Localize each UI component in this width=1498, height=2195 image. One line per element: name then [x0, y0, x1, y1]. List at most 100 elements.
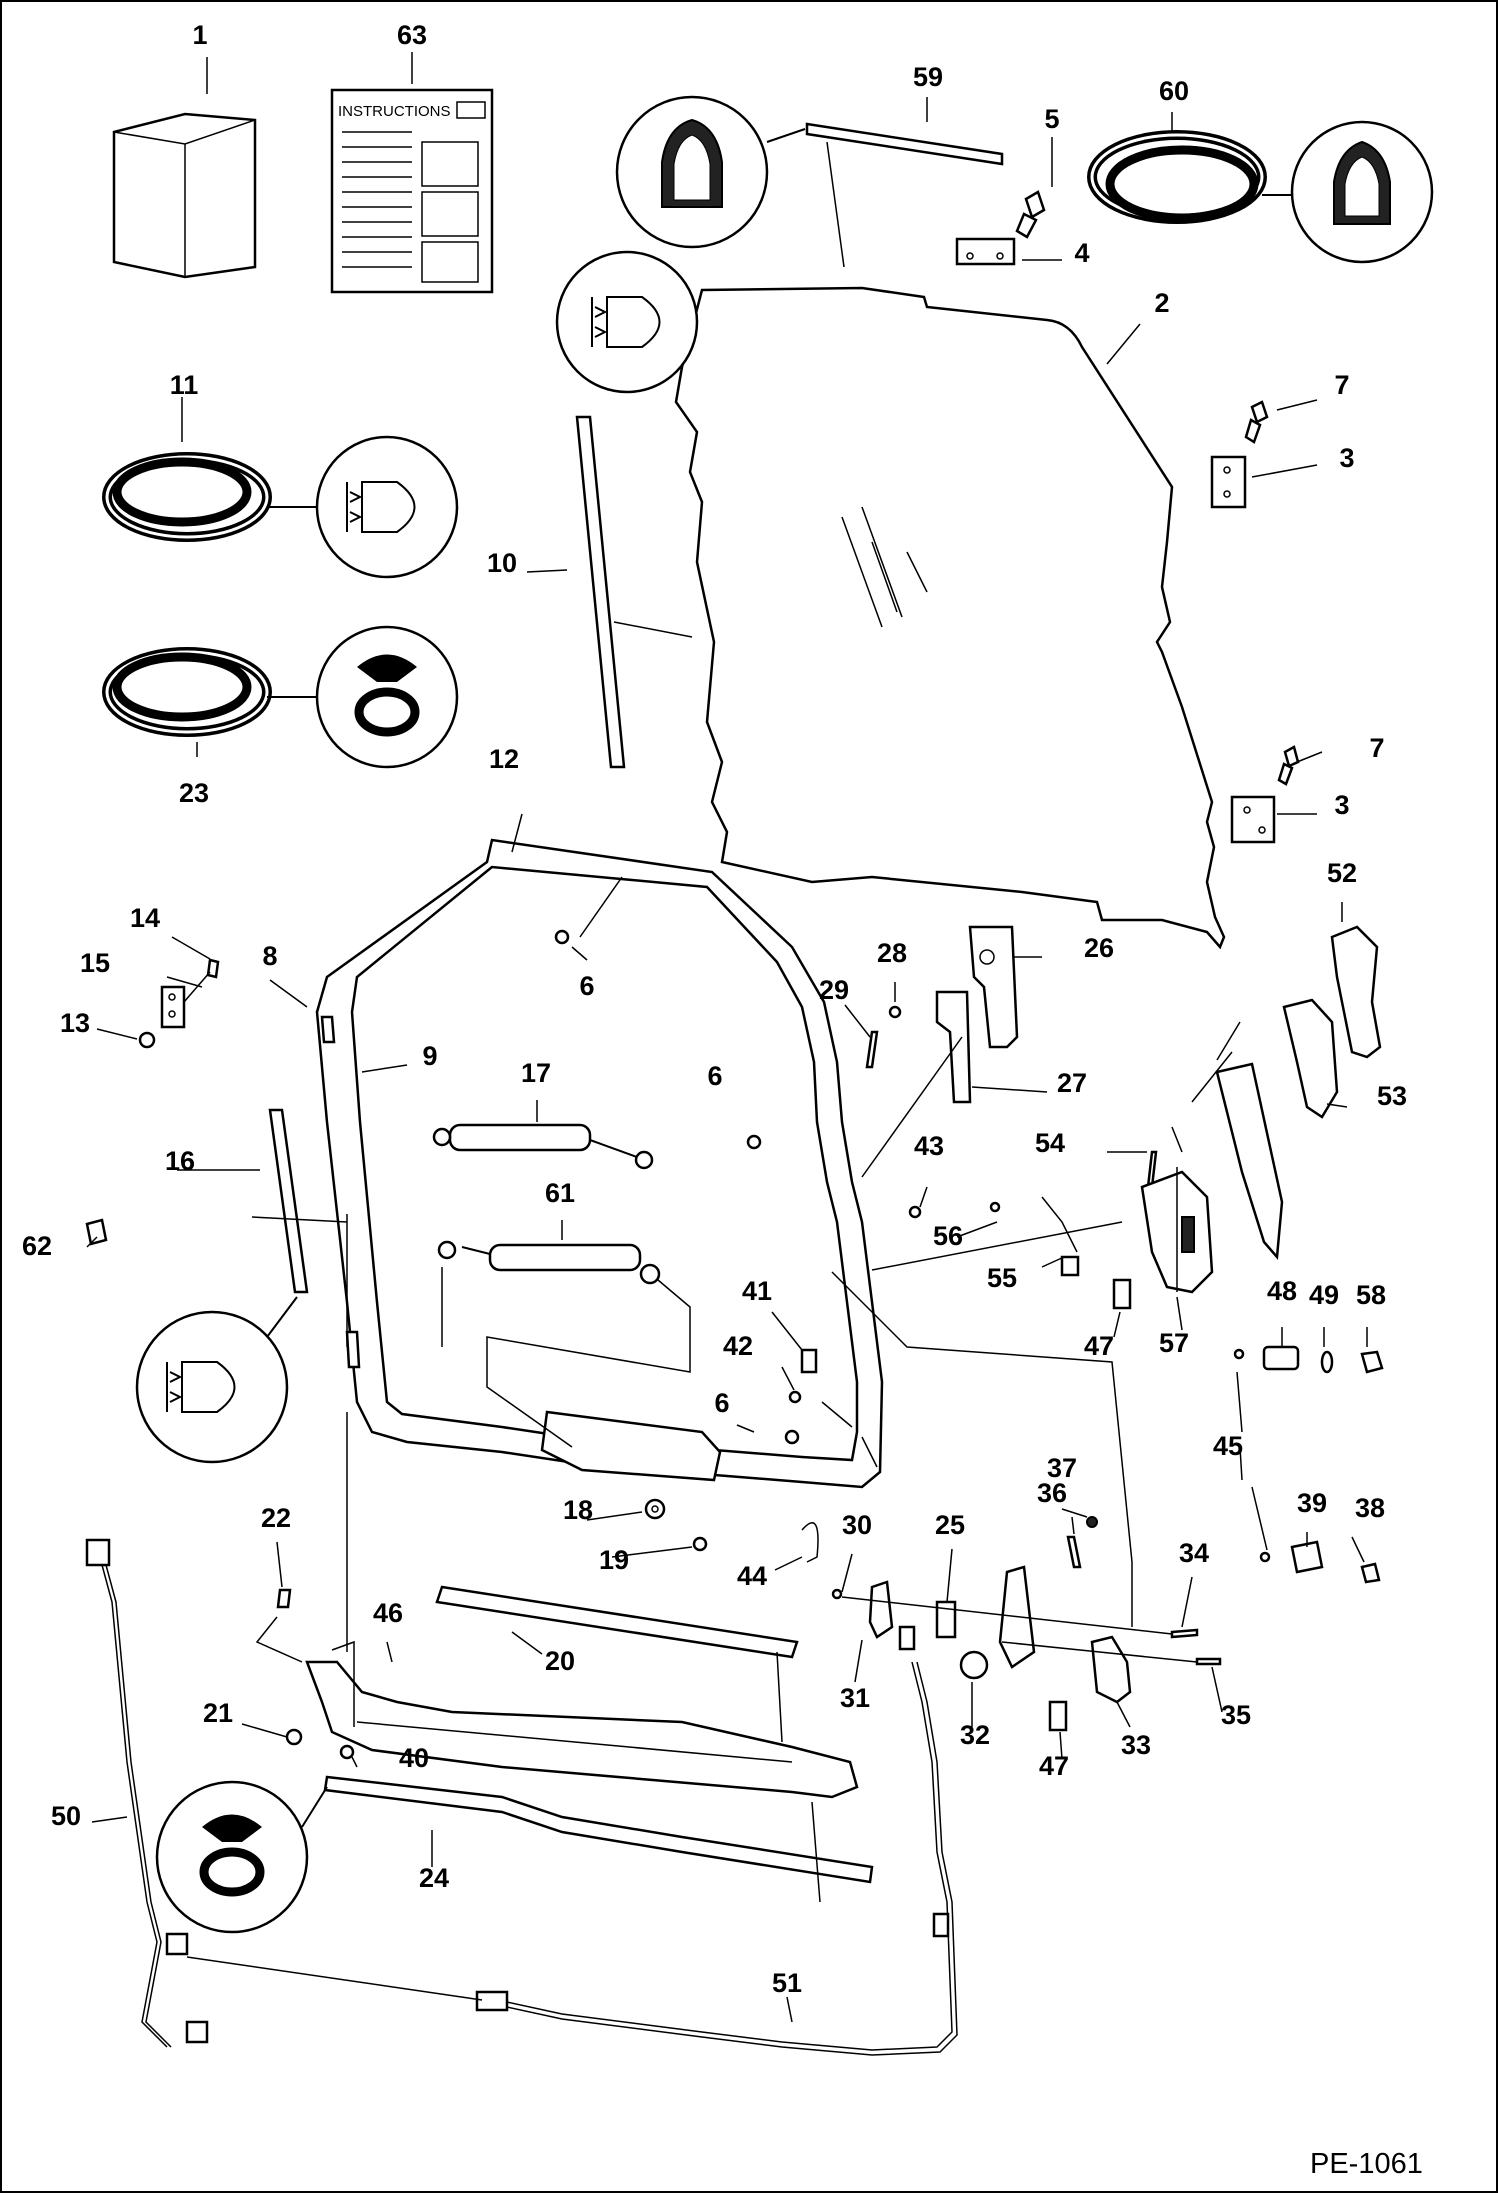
- callout-36: 36: [1037, 1478, 1067, 1508]
- part-45-washer-lower: [1259, 1551, 1271, 1563]
- callout-10: 10: [487, 548, 517, 578]
- callout-31: 31: [840, 1683, 870, 1713]
- part-20-flat-strip: [435, 1585, 799, 1659]
- assembly-guide-lines: [183, 876, 1268, 2001]
- callout-52: 52: [1327, 858, 1357, 888]
- callout-4: 4: [1074, 238, 1089, 268]
- part-63-instructions-sheet: INSTRUCTIONS: [330, 88, 494, 294]
- callout-18: 18: [563, 1495, 593, 1525]
- part-1-box: [112, 112, 257, 279]
- callout-63: 63: [397, 20, 427, 50]
- callout-29: 29: [819, 975, 849, 1005]
- drawing-code: PE-1061: [1310, 2148, 1423, 2180]
- part-55-switch-harness: [1041, 1196, 1080, 1277]
- part-50-wire-harness: [85, 1538, 209, 2048]
- part-3-hinge-upper: [1210, 455, 1247, 509]
- callout-20: 20: [545, 1646, 575, 1676]
- callout-24: 24: [419, 1863, 449, 1893]
- callout-7: 7: [1369, 733, 1384, 763]
- part-47-switch-lower: [1048, 1700, 1068, 1732]
- part-40-nut: [339, 1744, 355, 1760]
- part-12-door-frame: [315, 838, 884, 1489]
- callout-59: 59: [913, 62, 943, 92]
- callout-22: 22: [261, 1503, 291, 1533]
- callout-56: 56: [933, 1221, 963, 1251]
- callout-55: 55: [987, 1263, 1017, 1293]
- part-23-coiled-seal: [102, 625, 459, 769]
- part-59-seal-strip: [615, 95, 1004, 268]
- callout-57: 57: [1159, 1328, 1189, 1358]
- callout-38: 38: [1355, 1493, 1385, 1523]
- part-36-bolt: [1066, 1535, 1082, 1569]
- callout-7: 7: [1334, 370, 1349, 400]
- part-11-coiled-seal: [102, 435, 459, 579]
- callout-leaders: [86, 52, 1368, 2023]
- part-44-cable-tie: [801, 1522, 819, 1563]
- part-33-bracket: [1090, 1635, 1132, 1704]
- part-24-lower-seal: [155, 1775, 874, 1934]
- part-48-spacer: [1262, 1345, 1300, 1371]
- callout-16: 16: [165, 1146, 195, 1176]
- callout-40: 40: [399, 1743, 429, 1773]
- callout-51: 51: [772, 1968, 802, 1998]
- part-27-latch-bracket: [935, 990, 972, 1104]
- part-19-nut: [692, 1536, 708, 1552]
- part-28-washer: [888, 1005, 902, 1019]
- callout-21: 21: [203, 1698, 233, 1728]
- callout-60: 60: [1159, 76, 1189, 106]
- part-6-nut-low: [784, 1429, 800, 1445]
- part-49-washer: [1320, 1350, 1334, 1374]
- part-6-nut-top: [554, 929, 570, 945]
- part-41-clip: [800, 1348, 818, 1374]
- callout-3: 3: [1334, 790, 1349, 820]
- part-15-hinge-bracket: [160, 985, 186, 1029]
- part-7-bolt-upper: [1244, 400, 1269, 444]
- part-18-washer: [644, 1498, 666, 1520]
- callout-39: 39: [1297, 1488, 1327, 1518]
- callout-47: 47: [1039, 1751, 1069, 1781]
- callout-19: 19: [599, 1545, 629, 1575]
- callout-6: 6: [707, 1061, 722, 1091]
- part-53-handle-plate: [1215, 998, 1339, 1261]
- part-26-latch-handle: [968, 925, 1019, 1049]
- part-4-hinge-plate: [955, 237, 1016, 266]
- part-16-vertical-seal: [135, 1108, 309, 1464]
- part-39-striker: [1290, 1540, 1324, 1574]
- part-31-bracket: [868, 1580, 916, 1651]
- callout-54: 54: [1035, 1128, 1065, 1158]
- part-7-bolt-lower: [1277, 745, 1300, 786]
- callout-44: 44: [737, 1561, 767, 1591]
- part-6-nut-mid: [746, 1134, 762, 1150]
- callout-58: 58: [1356, 1280, 1386, 1310]
- callout-62: 62: [22, 1231, 52, 1261]
- callout-43: 43: [914, 1131, 944, 1161]
- part-51-wire-harness: [475, 1661, 958, 2056]
- callout-32: 32: [960, 1720, 990, 1750]
- instructions-title: INSTRUCTIONS: [338, 103, 451, 120]
- callout-35: 35: [1221, 1700, 1251, 1730]
- callout-1: 1: [192, 20, 207, 50]
- part-38-nut: [1360, 1562, 1381, 1584]
- callout-5: 5: [1044, 104, 1059, 134]
- callout-17: 17: [521, 1058, 551, 1088]
- part-35-screw: [1195, 1657, 1222, 1666]
- callout-3: 3: [1339, 443, 1354, 473]
- callout-13: 13: [60, 1008, 90, 1038]
- callout-25: 25: [935, 1510, 965, 1540]
- part-10-vertical-seal: [555, 250, 699, 769]
- callout-33: 33: [1121, 1730, 1151, 1760]
- part-37-nut: [1086, 1516, 1098, 1528]
- part-42-nut: [788, 1390, 802, 1404]
- part-45-washer-upper: [1233, 1348, 1245, 1360]
- part-61-gas-strut: [437, 1240, 691, 1448]
- callout-41: 41: [742, 1276, 772, 1306]
- part-13-nut: [138, 1031, 156, 1049]
- callout-12: 12: [489, 744, 519, 774]
- part-62-clip: [85, 1218, 108, 1246]
- callout-6: 6: [714, 1388, 729, 1418]
- part-17-gas-strut: [432, 1123, 654, 1170]
- part-14-bolt: [206, 958, 220, 979]
- callout-45: 45: [1213, 1431, 1243, 1461]
